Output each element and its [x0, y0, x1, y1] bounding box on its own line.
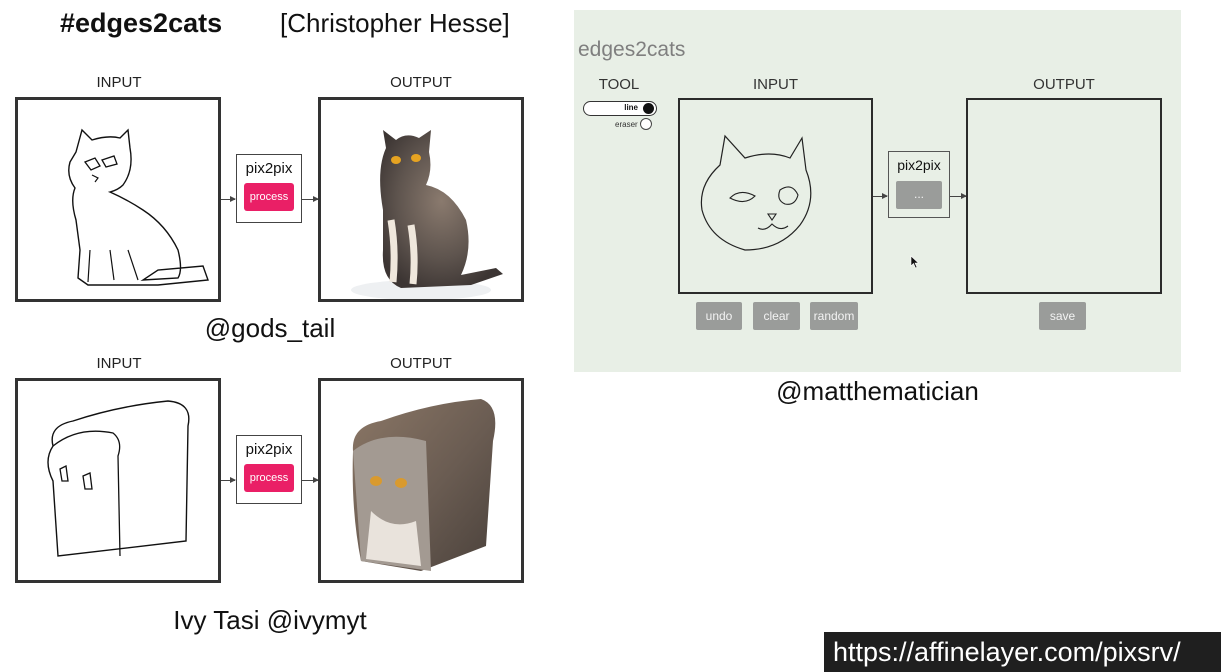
- loaf-cat-photo-image: [352, 399, 496, 571]
- tool-line-toggle[interactable]: line: [583, 101, 657, 116]
- example1-input-sketch: [15, 97, 221, 302]
- example2-process-button[interactable]: process: [244, 464, 294, 492]
- demo-arrow-in: [873, 193, 888, 199]
- example2-output-label: OUTPUT: [390, 355, 452, 372]
- cat-sketch-drawing: [68, 128, 209, 286]
- demo-app-title: edges2cats: [578, 38, 686, 61]
- tool-line-radio-icon: [643, 102, 654, 114]
- example1-node-title: pix2pix: [245, 160, 293, 177]
- bread-sketch-drawing: [47, 400, 190, 557]
- demo-output-label: OUTPUT: [1033, 76, 1095, 93]
- example2-credit-handle: Ivy Tasi @ivymyt: [173, 605, 367, 635]
- save-button[interactable]: save: [1039, 302, 1086, 330]
- demo-pix2pix-node: pix2pix ...: [888, 151, 950, 218]
- demo-input-canvas[interactable]: [678, 98, 873, 294]
- example2-output-image: [318, 378, 524, 583]
- example1-output-image: [318, 97, 524, 302]
- demo-arrow-out: [950, 193, 967, 199]
- example1-arrow-out: [302, 196, 319, 202]
- example1-process-button[interactable]: process: [244, 183, 294, 211]
- example1-input-label: INPUT: [96, 74, 142, 91]
- example2-input-label: INPUT: [96, 355, 142, 372]
- source-url[interactable]: https://affinelayer.com/pixsrv/: [824, 632, 1221, 672]
- example2-arrow-in: [221, 477, 236, 483]
- example2-pix2pix-node: pix2pix process: [236, 435, 302, 504]
- demo-node-title: pix2pix: [897, 157, 941, 173]
- tool-line-label: line: [624, 103, 638, 112]
- demo-input-label: INPUT: [753, 76, 798, 93]
- slide-title: #edges2cats: [60, 8, 223, 38]
- random-button[interactable]: random: [810, 302, 858, 330]
- demo-process-button[interactable]: ...: [896, 181, 942, 209]
- demo-credit-handle: @matthematician: [776, 376, 979, 406]
- tool-eraser-radio-icon[interactable]: [640, 118, 652, 130]
- example1-arrow-in: [221, 196, 236, 202]
- example2-node-title: pix2pix: [245, 441, 293, 458]
- example2-arrow-out: [302, 477, 319, 483]
- example2-input-sketch: [15, 378, 221, 583]
- example1-output-label: OUTPUT: [390, 74, 452, 91]
- tool-eraser-label[interactable]: eraser: [615, 120, 638, 129]
- demo-cat-face-sketch: [700, 134, 812, 251]
- example1-pix2pix-node: pix2pix process: [236, 154, 302, 223]
- undo-button[interactable]: undo: [696, 302, 742, 330]
- mouse-cursor-icon: [910, 255, 920, 269]
- demo-tool-label: TOOL: [598, 76, 640, 93]
- demo-output-canvas: [966, 98, 1162, 294]
- clear-button[interactable]: clear: [753, 302, 800, 330]
- example1-credit-handle: @gods_tail: [204, 313, 336, 343]
- cat-photo-image: [351, 130, 503, 299]
- slide-credit: [Christopher Hesse]: [280, 8, 510, 38]
